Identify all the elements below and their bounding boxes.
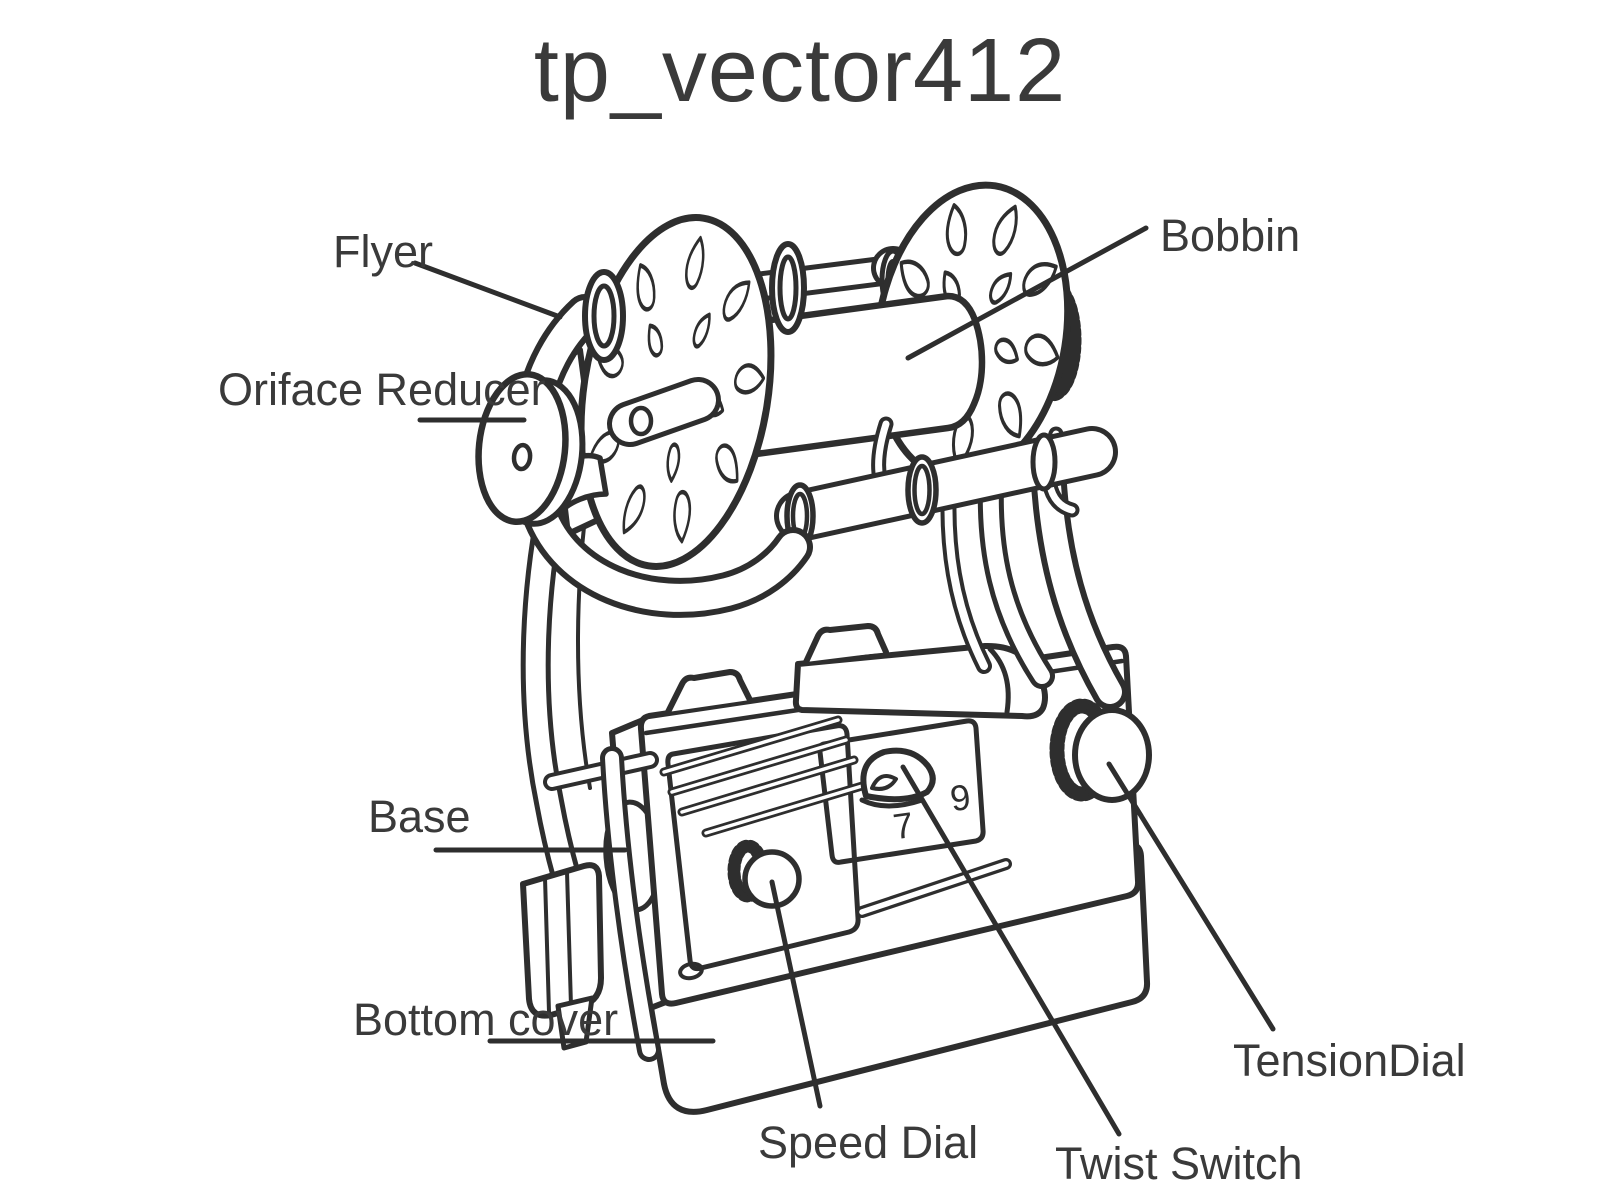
leader-twist-switch [900, 764, 1122, 1137]
flyer-ring [582, 269, 626, 363]
label-bobbin: Bobbin [1160, 210, 1301, 261]
orifice-reducer-drawing [475, 371, 609, 527]
leader-lines [412, 225, 1276, 1137]
vent-slots [659, 715, 867, 838]
label-tension-dial: TensionDial [1233, 1035, 1466, 1086]
leader-tension-dial [1106, 761, 1276, 1032]
label-bottom-cover: Bottom cover [353, 994, 619, 1045]
leader-speed-dial [769, 879, 823, 1109]
label-speed-dial: Speed Dial [758, 1117, 979, 1168]
leader-flyer [412, 260, 563, 320]
label-flyer: Flyer [333, 226, 433, 277]
clamp-bracket [520, 862, 604, 1051]
label-base: Base [368, 791, 471, 842]
diagram-title: tp_vector412 [533, 21, 1067, 121]
left-wheel-hub [607, 377, 721, 447]
speed-dial-knob [727, 839, 802, 909]
bottom-rod [774, 426, 1118, 550]
tension-dial-knob [1049, 698, 1152, 803]
leader-bobbin [905, 225, 1149, 361]
shaft-ring-collar [769, 241, 807, 335]
label-twist-switch: Twist Switch [1055, 1138, 1303, 1189]
label-oriface-reducer: Oriface Reducer [218, 364, 546, 415]
